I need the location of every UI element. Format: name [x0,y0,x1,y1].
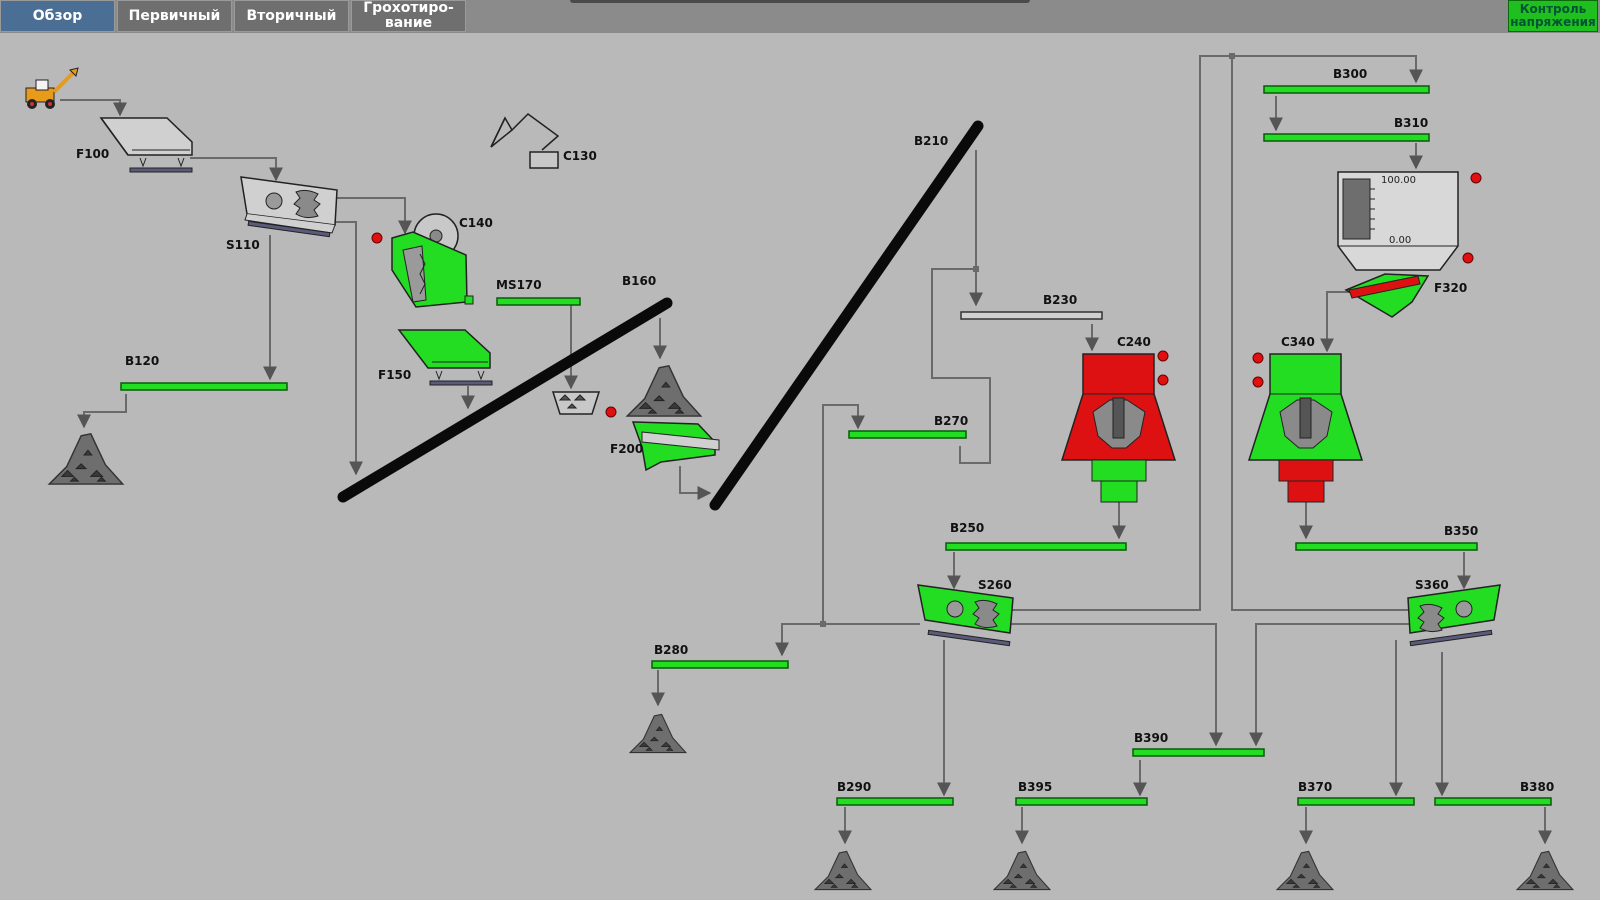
belt-B160[interactable] [337,297,673,503]
label-C130: C130 [563,149,597,163]
screen-S110[interactable] [240,176,338,238]
label-F150: F150 [378,368,411,382]
stockpile-1 [48,433,124,485]
stockpile-6 [1276,850,1334,891]
label-B380: B380 [1520,780,1554,794]
label-B350: B350 [1444,524,1478,538]
alarm-lamp [1157,374,1169,386]
gauge-max-label: 100.00 [1381,175,1416,186]
conveyor-B280[interactable] [651,660,789,669]
label-B230: B230 [1043,293,1077,307]
conveyor-MS170[interactable] [496,297,581,306]
label-C240: C240 [1117,335,1151,349]
conveyor-B290[interactable] [836,797,954,806]
conveyor-B350[interactable] [1295,542,1478,551]
conveyor-B380[interactable] [1434,797,1552,806]
tab-secondary[interactable]: Вторичный [234,0,349,32]
stockpile-7 [1516,850,1574,891]
alarm-lamp [371,232,383,244]
conveyor-B250[interactable] [945,542,1127,551]
conveyor-B230[interactable] [960,311,1103,320]
alarm-lamp [1462,252,1474,264]
label-B390: B390 [1134,731,1168,745]
bin-tank[interactable] [1337,171,1459,271]
magnet-MS170[interactable] [551,391,601,415]
conveyor-B310[interactable] [1263,133,1430,142]
label-F320: F320 [1434,281,1467,295]
label-B370: B370 [1298,780,1332,794]
label-MS170: MS170 [496,278,542,292]
alarm-lamp [1252,376,1264,388]
loader-icon [25,67,79,109]
alarm-lamp [1470,172,1482,184]
label-B290: B290 [837,780,871,794]
conveyor-B120[interactable] [120,382,288,391]
stockpile-3 [629,713,687,754]
alarm-lamp [1157,350,1169,362]
tab-primary[interactable]: Первичный [117,0,232,32]
label-F200: F200 [610,442,643,456]
feeder-F320[interactable] [1344,273,1430,318]
label-B300: B300 [1333,67,1367,81]
stockpile-2 [626,365,702,417]
crusher-C140[interactable] [391,213,474,308]
label-B270: B270 [934,414,968,428]
conveyor-B395[interactable] [1015,797,1148,806]
feeder-F100[interactable] [99,117,193,173]
conveyor-B390[interactable] [1132,748,1265,757]
label-B210: B210 [914,134,948,148]
alarm-lamp [605,406,617,418]
label-S110: S110 [226,238,260,252]
toolbar-divider [570,0,1030,3]
stockpile-5 [993,850,1051,891]
label-B395: B395 [1018,780,1052,794]
tab-overview[interactable]: Обзор [0,0,115,32]
conveyor-B370[interactable] [1297,797,1415,806]
label-S260: S260 [978,578,1012,592]
label-C340: C340 [1281,335,1315,349]
belt-B210[interactable] [709,120,984,511]
top-toolbar: Обзор Первичный Вторичный Грохотиро- ван… [0,0,1600,33]
crusher-C340[interactable] [1247,353,1364,503]
label-C140: C140 [459,216,493,230]
label-B120: B120 [125,354,159,368]
tab-screening[interactable]: Грохотиро- вание [351,0,466,32]
process-scheme: 100.00 0.00 F100 S110 B120 C130 C140 F15… [25,53,1574,891]
voltage-control-button[interactable]: Контроль напряжения [1508,0,1598,32]
feeder-F200[interactable] [631,421,720,472]
label-B250: B250 [950,521,984,535]
label-F100: F100 [76,147,109,161]
label-S360: S360 [1415,578,1449,592]
label-B310: B310 [1394,116,1428,130]
stockpile-4 [814,850,872,891]
crusher-C240[interactable] [1060,353,1177,503]
alarm-lamp [1252,352,1264,364]
gauge-min-label: 0.00 [1389,235,1411,246]
hammer-C130[interactable] [490,113,560,169]
feeder-F150[interactable] [397,329,493,386]
conveyor-B300[interactable] [1263,85,1430,94]
label-B280: B280 [654,643,688,657]
label-B160: B160 [622,274,656,288]
conveyor-B270[interactable] [848,430,967,439]
screen-S260[interactable] [917,584,1014,647]
screen-S360[interactable] [1407,584,1501,647]
